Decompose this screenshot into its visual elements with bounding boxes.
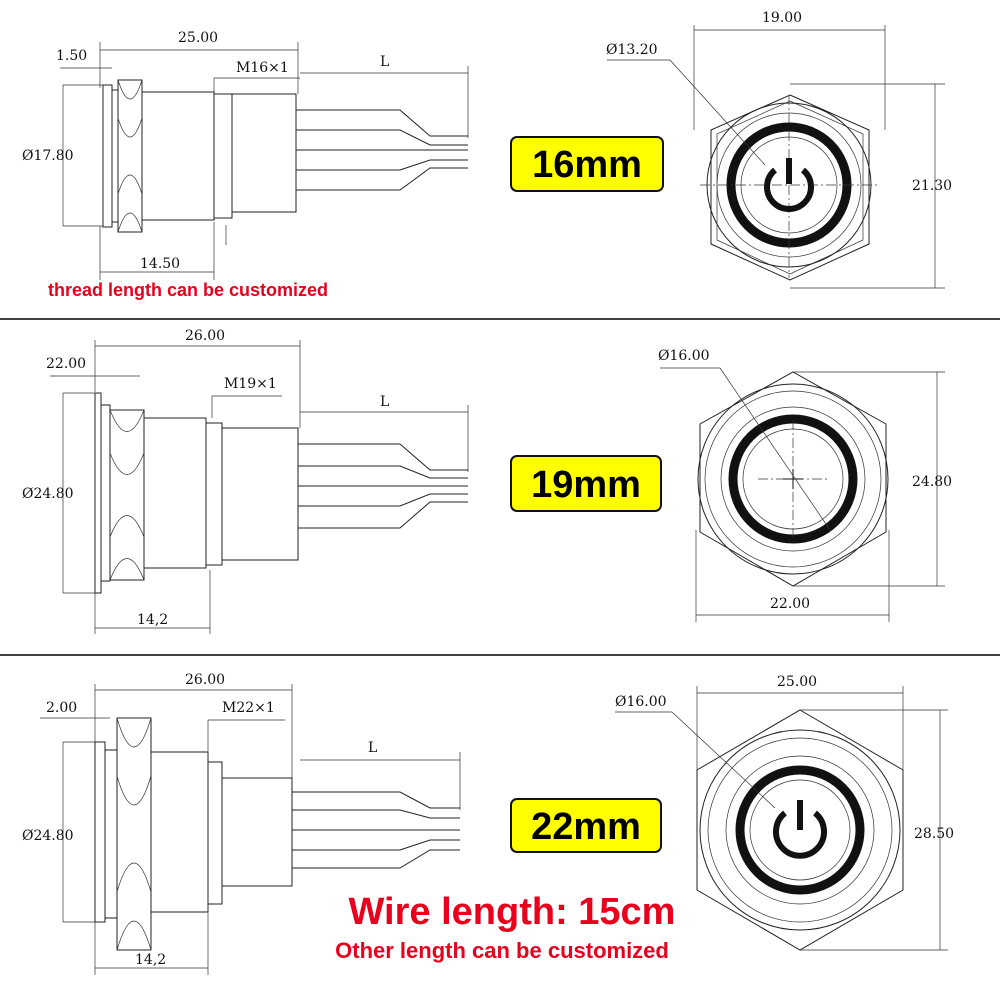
panel-22mm: 26.00 2.00 M22×1 Ø24.80 14,2 L 22mm xyxy=(22,672,954,975)
dim-width: 19.00 xyxy=(762,10,802,26)
other-length-note: Other length can be customized xyxy=(335,938,669,963)
dim-diameter: Ø24.80 xyxy=(22,486,74,502)
dim-wire: L xyxy=(380,54,389,70)
crosshair-icon xyxy=(783,469,803,489)
dim-thread: M16×1 xyxy=(236,60,289,76)
dim-ring: Ø16.00 xyxy=(615,694,667,710)
dim-thread-length: 14.50 xyxy=(140,256,180,272)
power-icon xyxy=(773,800,827,859)
dim-height: 21.30 xyxy=(912,178,952,194)
side-view: 25.00 1.50 M16×1 Ø17.80 14.50 L thread l… xyxy=(22,30,469,300)
front-view: 25.00 Ø16.00 28.50 xyxy=(615,674,954,951)
dim-wire: L xyxy=(368,740,377,756)
dim-diameter: Ø17.80 xyxy=(22,148,74,164)
dim-thread-length: 14,2 xyxy=(135,952,166,968)
dim-diameter: Ø24.80 xyxy=(22,828,74,844)
dim-flange: 1.50 xyxy=(56,48,87,64)
dim-thread-length: 14,2 xyxy=(137,612,168,628)
dim-height: 28.50 xyxy=(914,826,954,842)
thread-note: thread length can be customized xyxy=(48,280,328,300)
dim-width: 25.00 xyxy=(777,674,817,690)
size-label: 19mm xyxy=(510,455,662,512)
dim-total-length: 26.00 xyxy=(185,328,225,344)
power-icon xyxy=(764,158,814,212)
wire-length-note: Wire length: 15cm xyxy=(349,891,676,933)
dim-ring: Ø13.20 xyxy=(606,42,658,58)
size-label: 16mm xyxy=(510,136,664,192)
dim-height: 24.80 xyxy=(912,474,952,490)
dim-thread: M19×1 xyxy=(224,376,277,392)
panel-19mm: 26.00 22.00 M19×1 Ø24.80 14,2 L 19mm xyxy=(22,328,952,634)
dim-ring: Ø16.00 xyxy=(658,348,710,364)
side-view: 26.00 2.00 M22×1 Ø24.80 14,2 L xyxy=(22,672,461,975)
front-view: 22.00 Ø16.00 24.80 xyxy=(658,348,952,622)
front-view: 19.00 Ø13.20 21.30 xyxy=(606,10,952,289)
size-label-text: 22mm xyxy=(531,806,641,848)
dim-width: 22.00 xyxy=(770,596,810,612)
panel-16mm: 25.00 1.50 M16×1 Ø17.80 14.50 L thread l… xyxy=(22,10,952,300)
size-label-text: 19mm xyxy=(531,464,641,506)
dim-flange: 2.00 xyxy=(46,700,77,716)
size-label: 22mm xyxy=(510,798,662,853)
dim-total-length: 25.00 xyxy=(178,30,218,46)
size-label-text: 16mm xyxy=(532,144,642,186)
dim-total-length: 26.00 xyxy=(185,672,225,688)
dim-wire: L xyxy=(380,394,389,410)
dim-flange: 22.00 xyxy=(46,356,86,372)
dim-thread: M22×1 xyxy=(222,700,275,716)
side-view: 26.00 22.00 M19×1 Ø24.80 14,2 L xyxy=(22,328,469,634)
